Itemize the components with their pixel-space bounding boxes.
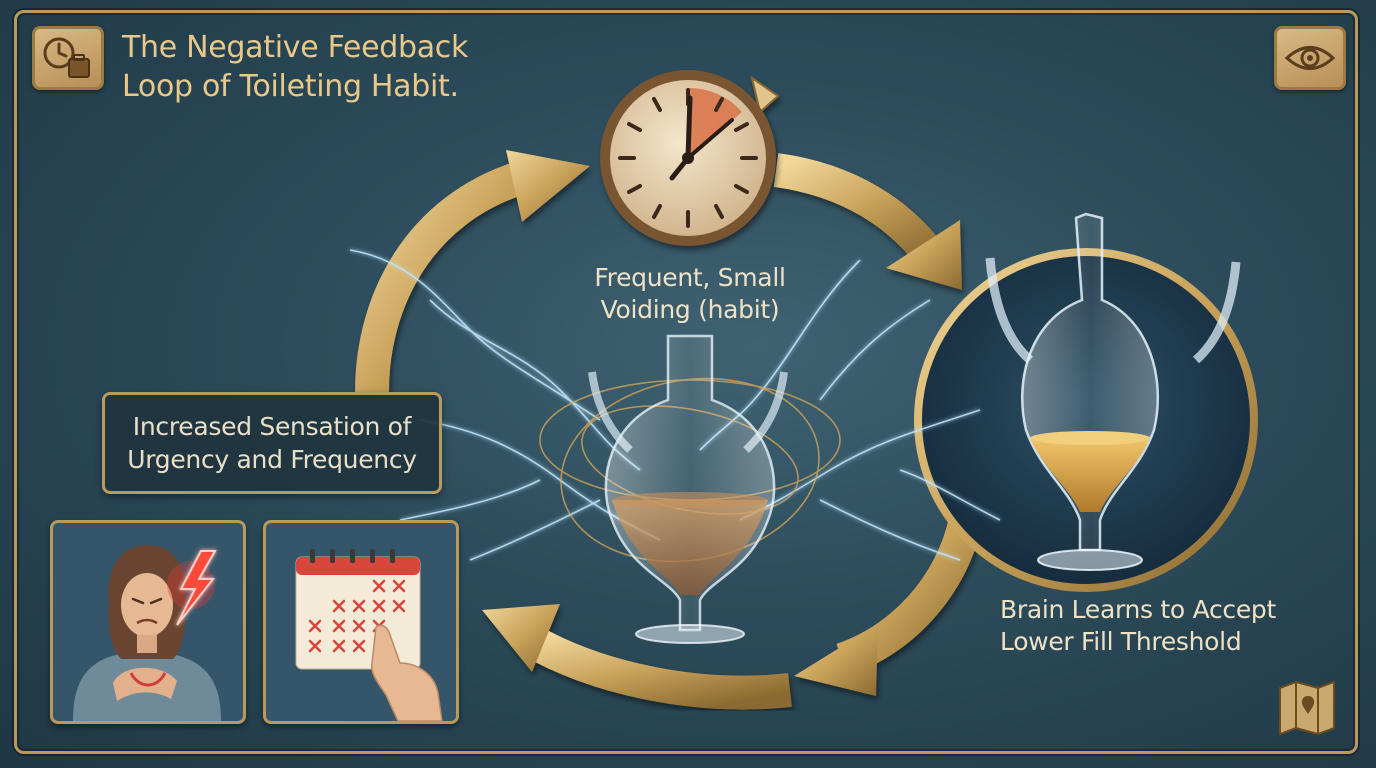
outer-frame [14, 10, 1358, 754]
map-button[interactable] [1274, 676, 1340, 738]
left-step-label-line-1: Increased Sensation of [132, 412, 412, 441]
calendar-icon [295, 549, 443, 721]
center-bladder-vessel [588, 334, 788, 644]
right-step-label-line-2: Lower Fill Threshold [1000, 627, 1242, 656]
arrow-left-to-top [355, 150, 590, 393]
right-step-label: Brain Learns to Accept Lower Fill Thresh… [1000, 594, 1300, 658]
title-line-1: The Negative Feedback [122, 30, 469, 65]
title-line-2: Loop of Toileting Habit. [122, 69, 459, 104]
calendar-panel [263, 520, 459, 724]
eye-icon [1284, 46, 1336, 70]
page-title: The Negative Feedback Loop of Toileting … [122, 28, 542, 106]
clock-icon [600, 70, 780, 246]
left-step-label-line-2: Urgency and Frequency [127, 445, 417, 474]
right-bladder-vessel [985, 212, 1241, 571]
left-step-label-box: Increased Sensation of Urgency and Frequ… [102, 392, 442, 494]
clock-briefcase-icon [43, 37, 90, 78]
view-toggle-button[interactable] [1274, 26, 1346, 90]
arrow-bottom-to-left [482, 604, 792, 710]
urgency-panel [50, 520, 246, 724]
clock-briefcase-button[interactable] [32, 26, 104, 90]
right-step-label-line-1: Brain Learns to Accept [1000, 595, 1276, 624]
arrow-right-to-bottom [794, 515, 983, 696]
lightning-icon [176, 550, 217, 626]
top-step-label: Frequent, Small Voiding (habit) [592, 262, 788, 326]
arrow-top-to-right [773, 153, 962, 290]
map-icon [1279, 680, 1335, 736]
top-step-label-line-1: Frequent, Small [594, 263, 786, 292]
top-step-label-line-2: Voiding (habit) [600, 295, 780, 324]
